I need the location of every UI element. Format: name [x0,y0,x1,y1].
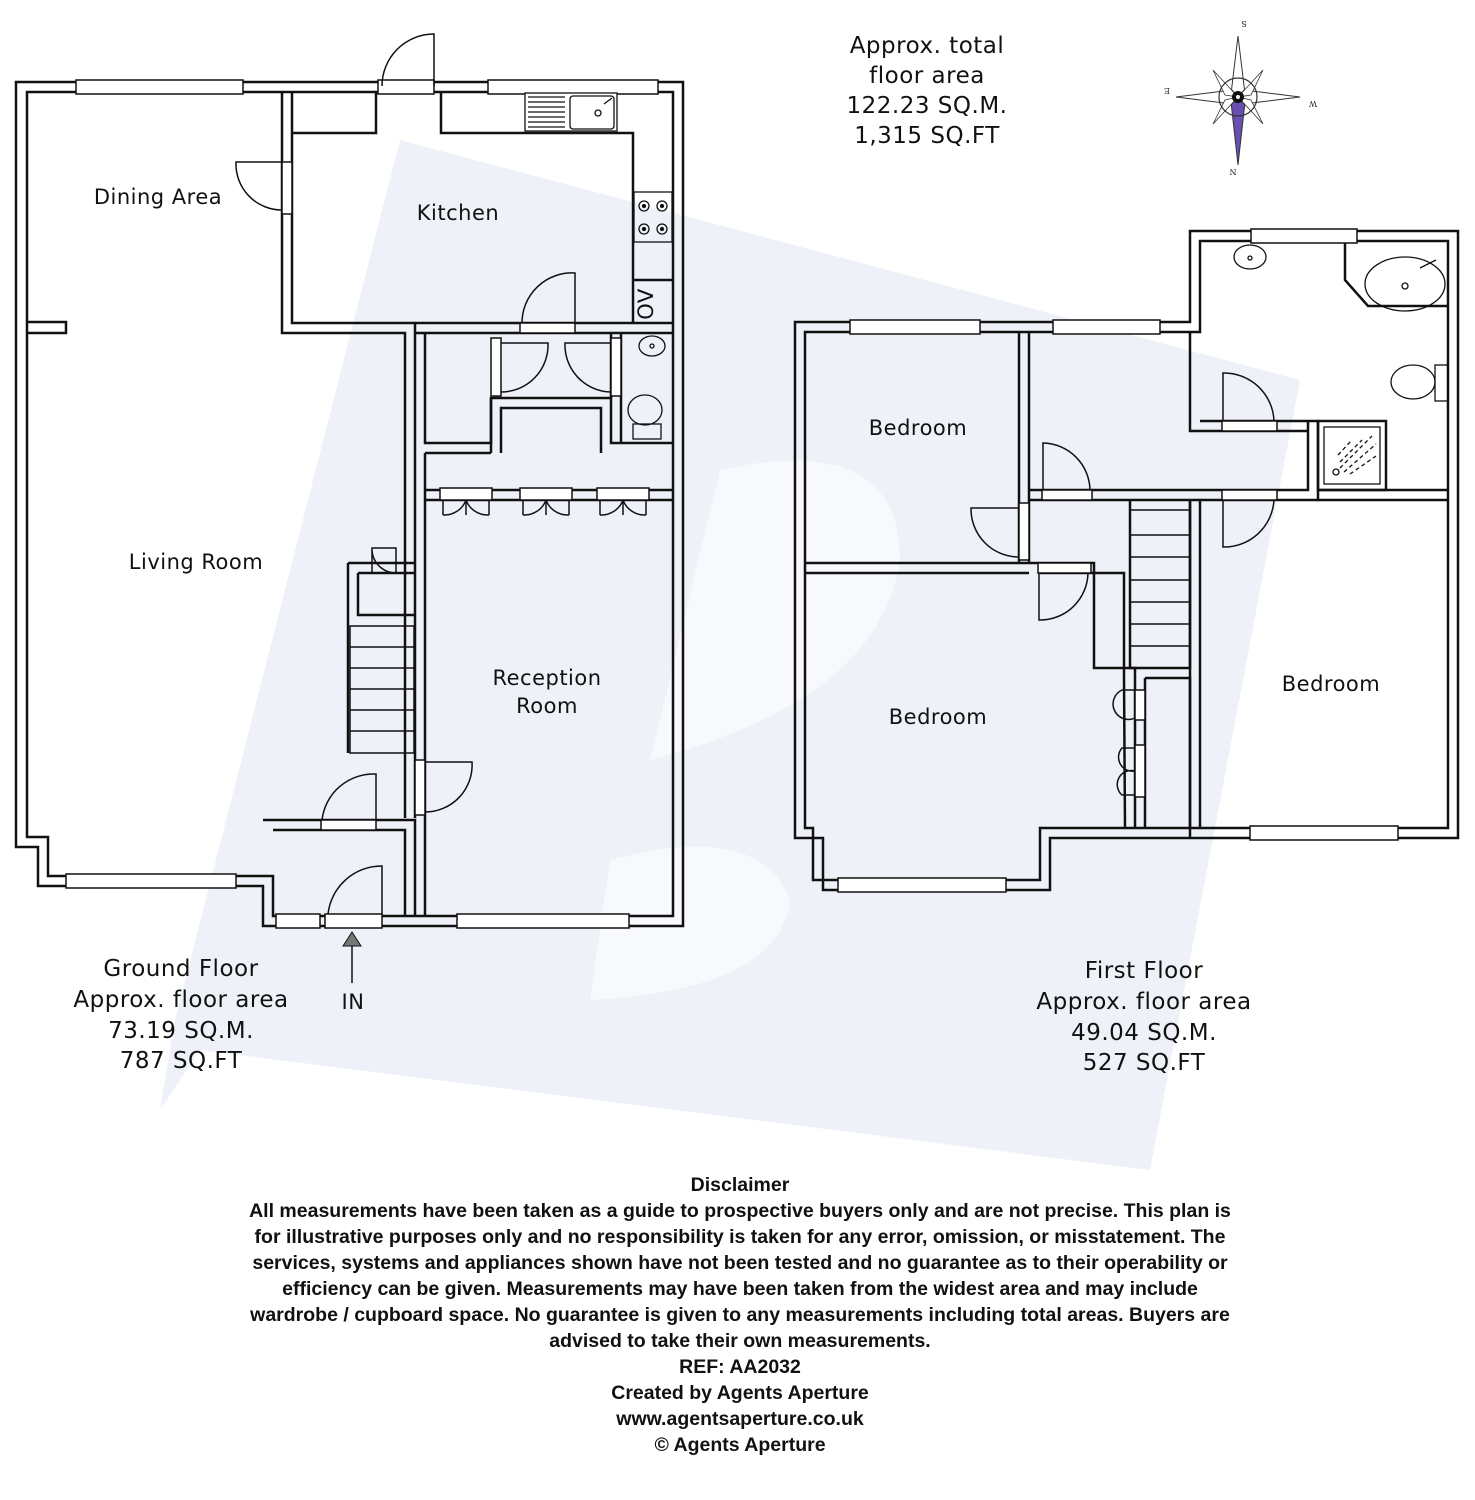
first-floor-area-label: Approx. floor area [1036,989,1251,1015]
compass-east-label: E [1164,86,1170,95]
total-area-sqm: 122.23 SQ.M. [847,93,1008,119]
kitchen-label: Kitchen [417,201,499,225]
first-floor-sqm: 49.04 SQ.M. [1071,1020,1217,1046]
living-room-label: Living Room [129,550,263,574]
disclaimer-line: All measurements have been taken as a gu… [249,1200,1231,1222]
first-floor-windows [837,228,1399,893]
watermark-logo-cutout [590,460,900,1000]
ground-floor-doors [235,33,650,929]
ground-floor-area-label: Approx. floor area [73,987,288,1013]
first-floor-title: First Floor [1085,958,1203,984]
ground-floor-windows [65,79,659,929]
kitchen-fixtures [524,92,673,243]
bathroom-fixtures [1233,244,1449,485]
total-area-sqft: 1,315 SQ.FT [854,123,1000,149]
first-floor-stairs [1130,509,1190,647]
disclaimer-block: Disclaimer All measurements have been ta… [150,1172,1330,1458]
website-link[interactable]: www.agentsaperture.co.uk [616,1408,864,1430]
creator-credit: Created by Agents Aperture [611,1382,869,1404]
bedroom-sw-label: Bedroom [889,705,987,729]
compass-north-label: N [1230,167,1237,176]
reception-room-label-line2: Room [516,694,578,718]
bedroom-nw-label: Bedroom [869,416,967,440]
bedroom-e-label: Bedroom [1282,672,1380,696]
compass-west-label: W [1308,99,1317,108]
first-floor-sqft: 527 SQ.FT [1083,1050,1206,1076]
disclaimer-line: services, systems and appliances shown h… [252,1252,1228,1274]
dining-area-label: Dining Area [94,185,222,209]
ground-floor-sqft: 787 SQ.FT [120,1048,243,1074]
copyright-notice: © Agents Aperture [654,1434,826,1456]
disclaimer-line: wardrobe / cupboard space. No guarantee … [250,1304,1230,1326]
floorplan-drawing: OV [14,19,1460,1170]
compass-rose [1175,35,1301,166]
disclaimer-line: efficiency can be given. Measurements ma… [282,1278,1198,1300]
ground-floor-stairs [349,625,415,754]
reception-room-label-line1: Reception [492,666,601,690]
total-area-heading-2: floor area [869,63,985,89]
oven-label: OV [634,288,658,320]
compass-south-label: S [1241,19,1246,28]
disclaimer-title: Disclaimer [690,1174,790,1196]
wc-fixtures [627,335,666,440]
entrance-label: IN [342,990,365,1014]
reference-number: REF: AA2032 [679,1356,801,1378]
disclaimer-line: for illustrative purposes only and no re… [254,1226,1226,1248]
total-area-heading: Approx. total [850,33,1005,59]
ground-floor-title: Ground Floor [103,956,258,982]
entrance-arrow [342,931,362,983]
ground-floor-sqm: 73.19 SQ.M. [108,1018,254,1044]
disclaimer-line: advised to take their own measurements. [549,1330,931,1352]
first-floor-doors [970,372,1278,798]
